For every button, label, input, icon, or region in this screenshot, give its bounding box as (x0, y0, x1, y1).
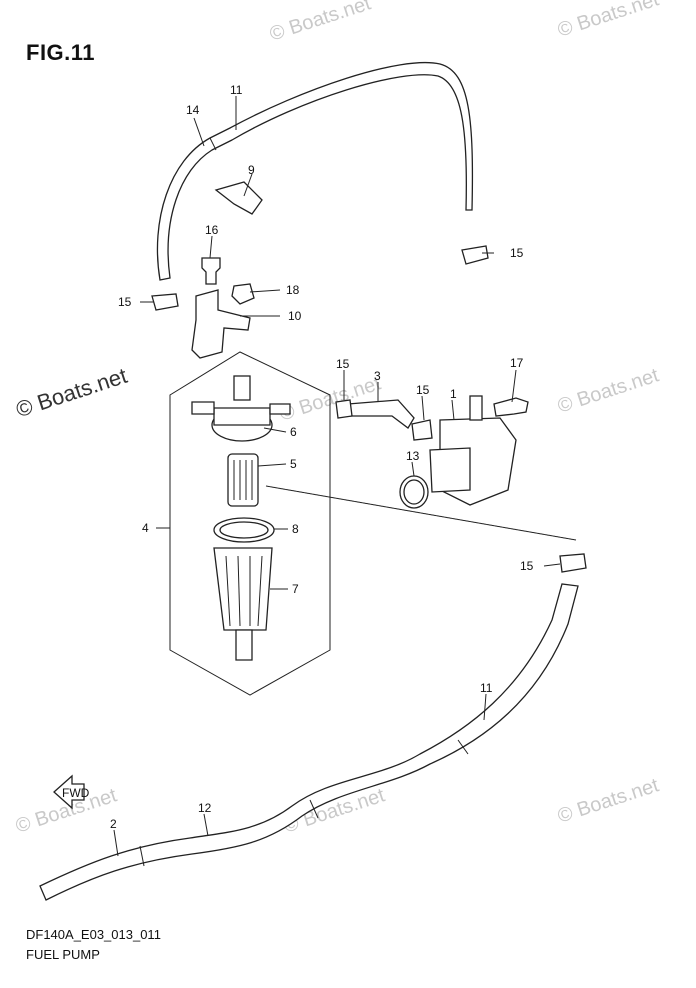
filter-element (227, 453, 259, 507)
hose-clip (214, 181, 263, 215)
pump-bolt (493, 397, 529, 417)
bolt (201, 257, 221, 285)
callout-11-upper: 11 (230, 83, 243, 97)
callout-8: 8 (292, 522, 299, 536)
callout-18: 18 (286, 283, 300, 297)
callout-16: 16 (205, 223, 219, 237)
callout-15-right: 15 (520, 559, 534, 573)
filter-head (191, 375, 291, 442)
callout-9: 9 (248, 163, 255, 177)
lower-fuel-hose (39, 583, 579, 901)
callout-6: 6 (290, 425, 297, 439)
hose-clamp-top-right (461, 245, 489, 265)
callout-15-top: 15 (510, 246, 524, 260)
callout-4: 4 (142, 521, 149, 535)
callout-labels: 11 14 9 16 15 18 10 15 15 3 15 1 17 6 5 … (110, 83, 534, 831)
hose-clamp-left (151, 293, 179, 311)
hose-clamp-right (559, 553, 587, 573)
callout-14: 14 (186, 103, 200, 117)
forward-arrow-icon: FWD (53, 774, 90, 810)
callout-1: 1 (450, 387, 457, 401)
o-ring (213, 517, 275, 543)
callout-17: 17 (510, 356, 524, 370)
filter-bracket (191, 289, 251, 359)
callout-2: 2 (110, 817, 117, 831)
callout-5: 5 (290, 457, 297, 471)
svg-text:FWD: FWD (62, 786, 90, 800)
leader-lines (113, 96, 561, 857)
figure-code: DF140A_E03_013_011 (26, 927, 161, 942)
callout-15-pump: 15 (416, 383, 430, 397)
figure-name: FUEL PUMP (26, 947, 100, 962)
short-fuel-hose (335, 399, 433, 441)
callout-10: 10 (288, 309, 302, 323)
callout-3: 3 (374, 369, 381, 383)
nut (231, 283, 255, 305)
upper-fuel-hose (156, 61, 474, 281)
callout-15-left: 15 (118, 295, 132, 309)
callout-7: 7 (292, 582, 299, 596)
figure-title: FIG.11 (26, 40, 96, 65)
fuel-filter-assembly-box (169, 351, 331, 696)
callout-15-hose: 15 (336, 357, 350, 371)
callout-12: 12 (198, 801, 212, 815)
fuel-pump (429, 395, 517, 506)
pump-o-ring (399, 475, 429, 509)
filter-cup (213, 547, 273, 661)
callout-11-lower: 11 (480, 681, 493, 695)
callout-13: 13 (406, 449, 420, 463)
